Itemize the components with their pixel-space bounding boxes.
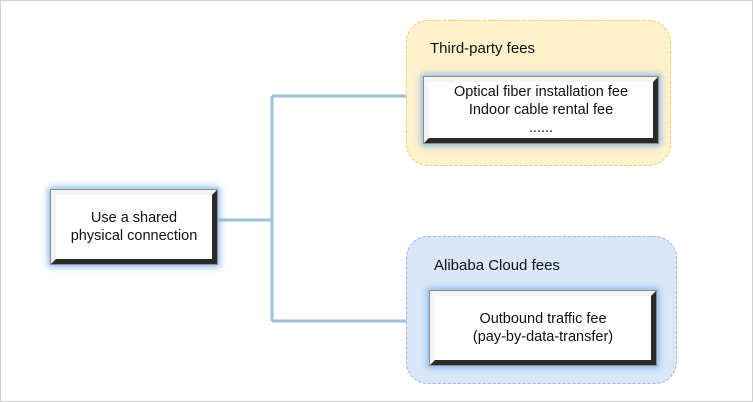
alibaba-cloud-fees-box: Outbound traffic fee (pay-by-data-transf…	[429, 290, 657, 366]
shared-physical-connection-text: Use a shared physical connection	[71, 209, 198, 245]
third-party-fees-title: Third-party fees	[430, 40, 536, 57]
shared-physical-connection-box: Use a shared physical connection	[50, 189, 218, 265]
third-party-fees-box: Optical fiber installation fee Indoor ca…	[423, 76, 659, 144]
third-party-fees-list: Optical fiber installation fee Indoor ca…	[454, 83, 628, 137]
more-fees-ellipsis: ......	[528, 120, 554, 136]
outbound-traffic-fee: Outbound traffic fee	[479, 311, 607, 327]
indoor-cable-rental-fee: Indoor cable rental fee	[468, 102, 614, 118]
alibaba-cloud-fees-list: Outbound traffic fee (pay-by-data-transf…	[473, 310, 613, 346]
fiber-installation-fee: Optical fiber installation fee	[453, 84, 629, 100]
pay-by-data-transfer-note: (pay-by-data-transfer)	[472, 329, 614, 345]
source-line-2: physical connection	[70, 228, 198, 244]
source-line-1: Use a shared	[90, 210, 178, 226]
alibaba-cloud-fees-title: Alibaba Cloud fees	[434, 257, 560, 274]
